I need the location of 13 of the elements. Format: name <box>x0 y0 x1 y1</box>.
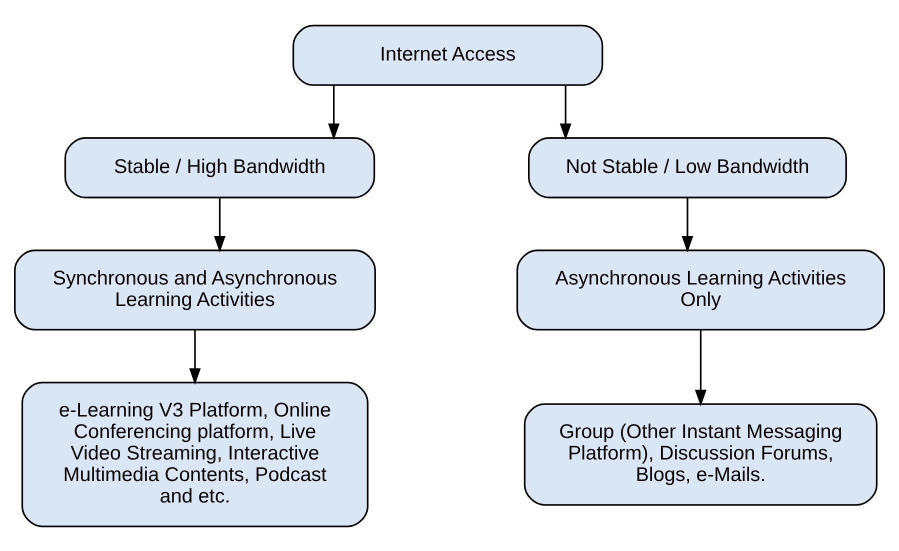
node-box: e-Learning V3 Platform, Online Conferencing platform, Live Video Streaming, Interactive Multimedia Contents, Podcast and etc. <box>21 381 369 527</box>
arrow <box>560 84 572 140</box>
arrow <box>189 329 201 384</box>
node-box: Group (Other Instant Messaging Platform), Discussion Forums, Blogs, e-Mails. <box>524 402 878 506</box>
node-box: Not Stable / Low Bandwidth <box>528 136 847 198</box>
node-box: Internet Access <box>292 24 604 86</box>
node-box: Synchronous and Asynchronous Learning Activities <box>14 249 376 330</box>
node-box: Asynchronous Learning Activities Only <box>516 249 885 330</box>
arrow <box>328 84 340 140</box>
node-box: Stable / High Bandwidth <box>64 136 376 198</box>
arrow <box>214 197 226 252</box>
arrow <box>682 197 694 252</box>
arrow <box>694 329 707 406</box>
